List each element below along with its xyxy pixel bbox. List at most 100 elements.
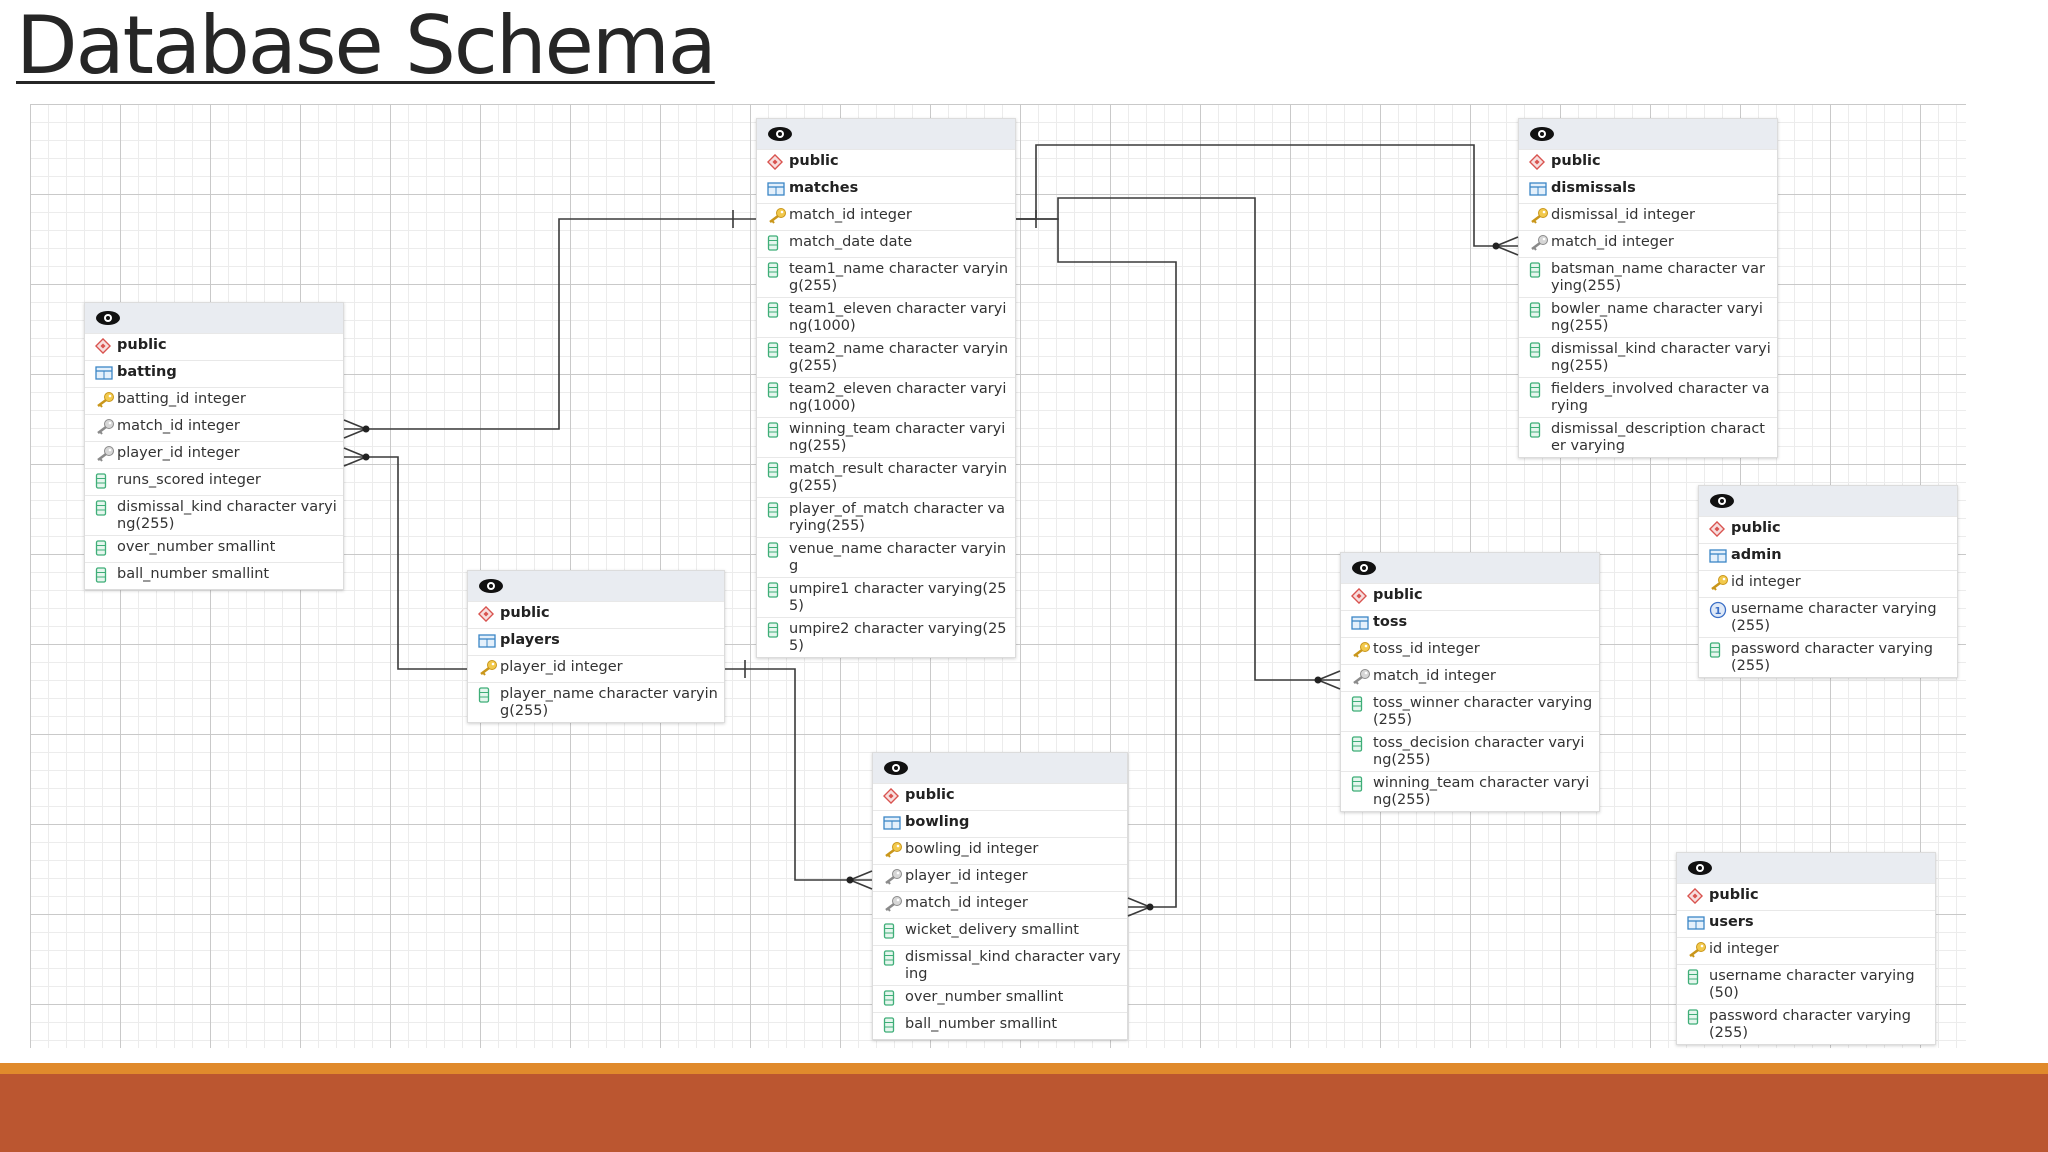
column-icon: [1351, 775, 1373, 792]
column-row[interactable]: team1_name character varying(255): [757, 257, 1015, 297]
column-row[interactable]: password character varying (255): [1677, 1004, 1935, 1044]
column-icon: [767, 421, 789, 438]
table-header[interactable]: [1341, 553, 1599, 583]
column-row[interactable]: ball_number smallint: [873, 1012, 1127, 1039]
column-row[interactable]: player_id integer: [873, 864, 1127, 891]
column-definition: batsman_name character varying(255): [1551, 261, 1765, 294]
table-name-row[interactable]: matches: [757, 176, 1015, 203]
schema-icon: [1529, 153, 1551, 170]
table-header[interactable]: [1677, 853, 1935, 883]
column-row[interactable]: match_id integer: [1341, 664, 1599, 691]
column-row[interactable]: player_id integer: [85, 441, 343, 468]
table-name-row[interactable]: players: [468, 628, 724, 655]
column-row[interactable]: bowler_name character varying(255): [1519, 297, 1777, 337]
view-icon[interactable]: [1709, 493, 1735, 509]
column-row[interactable]: dismissal_kind character varying: [873, 945, 1127, 985]
column-row[interactable]: toss_winner character varying(255): [1341, 691, 1599, 731]
column-row[interactable]: winning_team character varying(255): [1341, 771, 1599, 811]
column-row[interactable]: toss_id integer: [1341, 637, 1599, 664]
column-row[interactable]: wicket_delivery smallint: [873, 918, 1127, 945]
column-row[interactable]: dismissal_kind character varying(255): [1519, 337, 1777, 377]
column-icon: [1351, 735, 1373, 752]
column-row[interactable]: username character varying (50): [1677, 964, 1935, 1004]
column-row[interactable]: batting_id integer: [85, 387, 343, 414]
column-definition: password character varying (255): [1731, 641, 1933, 674]
column-row[interactable]: umpire1 character varying(255): [757, 577, 1015, 617]
column-definition: id integer: [1731, 574, 1801, 590]
column-row[interactable]: password character varying (255): [1699, 637, 1957, 677]
table-name-row[interactable]: bowling: [873, 810, 1127, 837]
column-row[interactable]: match_id integer: [85, 414, 343, 441]
schema-name: public: [1731, 520, 1781, 536]
column-row[interactable]: batsman_name character varying(255): [1519, 257, 1777, 297]
table-name: toss: [1373, 614, 1408, 630]
view-icon[interactable]: [1529, 126, 1555, 142]
table-name-row[interactable]: batting: [85, 360, 343, 387]
column-icon: [95, 539, 117, 556]
column-row[interactable]: over_number smallint: [873, 985, 1127, 1012]
view-icon[interactable]: [1687, 860, 1713, 876]
table-name: batting: [117, 364, 177, 380]
column-row[interactable]: winning_team character varying(255): [757, 417, 1015, 457]
table-header[interactable]: [1519, 119, 1777, 149]
column-definition: toss_decision character varying(255): [1373, 735, 1585, 768]
column-definition: dismissal_kind character varying(255): [1551, 341, 1771, 374]
table-header[interactable]: [873, 753, 1127, 783]
column-row[interactable]: toss_decision character varying(255): [1341, 731, 1599, 771]
column-definition: player_of_match character varying(255): [789, 501, 1006, 534]
table-name-row[interactable]: users: [1677, 910, 1935, 937]
column-row[interactable]: player_id integer: [468, 655, 724, 682]
column-row[interactable]: team2_name character varying(255): [757, 337, 1015, 377]
schema-name: public: [500, 605, 550, 621]
column-row[interactable]: runs_scored integer: [85, 468, 343, 495]
table-header[interactable]: [468, 571, 724, 601]
view-icon[interactable]: [95, 310, 121, 326]
column-row[interactable]: player_of_match character varying(255): [757, 497, 1015, 537]
column-row[interactable]: match_id integer: [757, 203, 1015, 230]
table-name-row[interactable]: dismissals: [1519, 176, 1777, 203]
table-name-row[interactable]: toss: [1341, 610, 1599, 637]
column-row[interactable]: team1_eleven character varying(1000): [757, 297, 1015, 337]
column-row[interactable]: player_name character varying(255): [468, 682, 724, 722]
view-icon[interactable]: [1351, 560, 1377, 576]
column-row[interactable]: over_number smallint: [85, 535, 343, 562]
view-icon[interactable]: [767, 126, 793, 142]
column-definition: dismissal_description character varying: [1551, 421, 1765, 454]
schema-row: public: [1519, 149, 1777, 176]
column-row[interactable]: team2_eleven character varying(1000): [757, 377, 1015, 417]
column-row[interactable]: match_date date: [757, 230, 1015, 257]
table-header[interactable]: [1699, 486, 1957, 516]
column-icon: [1709, 641, 1731, 658]
column-row[interactable]: ball_number smallint: [85, 562, 343, 589]
view-icon[interactable]: [478, 578, 504, 594]
column-definition: wicket_delivery smallint: [905, 922, 1079, 938]
column-row[interactable]: venue_name character varying: [757, 537, 1015, 577]
column-row[interactable]: id integer: [1677, 937, 1935, 964]
column-row[interactable]: dismissal_id integer: [1519, 203, 1777, 230]
column-definition: batting_id integer: [117, 391, 246, 407]
column-row[interactable]: dismissal_kind character varying(255): [85, 495, 343, 535]
column-row[interactable]: bowling_id integer: [873, 837, 1127, 864]
schema-name: public: [1373, 587, 1423, 603]
column-row[interactable]: id integer: [1699, 570, 1957, 597]
column-definition: dismissal_kind character varying: [905, 949, 1121, 982]
column-row[interactable]: dismissal_description character varying: [1519, 417, 1777, 457]
column-row[interactable]: match_id integer: [873, 891, 1127, 918]
column-row[interactable]: match_result character varying(255): [757, 457, 1015, 497]
column-row[interactable]: umpire2 character varying(255): [757, 617, 1015, 657]
table-header[interactable]: [757, 119, 1015, 149]
table-name-row[interactable]: admin: [1699, 543, 1957, 570]
column-row[interactable]: match_id integer: [1519, 230, 1777, 257]
table-header[interactable]: [85, 303, 343, 333]
column-row[interactable]: fielders_involved character varying: [1519, 377, 1777, 417]
view-icon[interactable]: [883, 760, 909, 776]
